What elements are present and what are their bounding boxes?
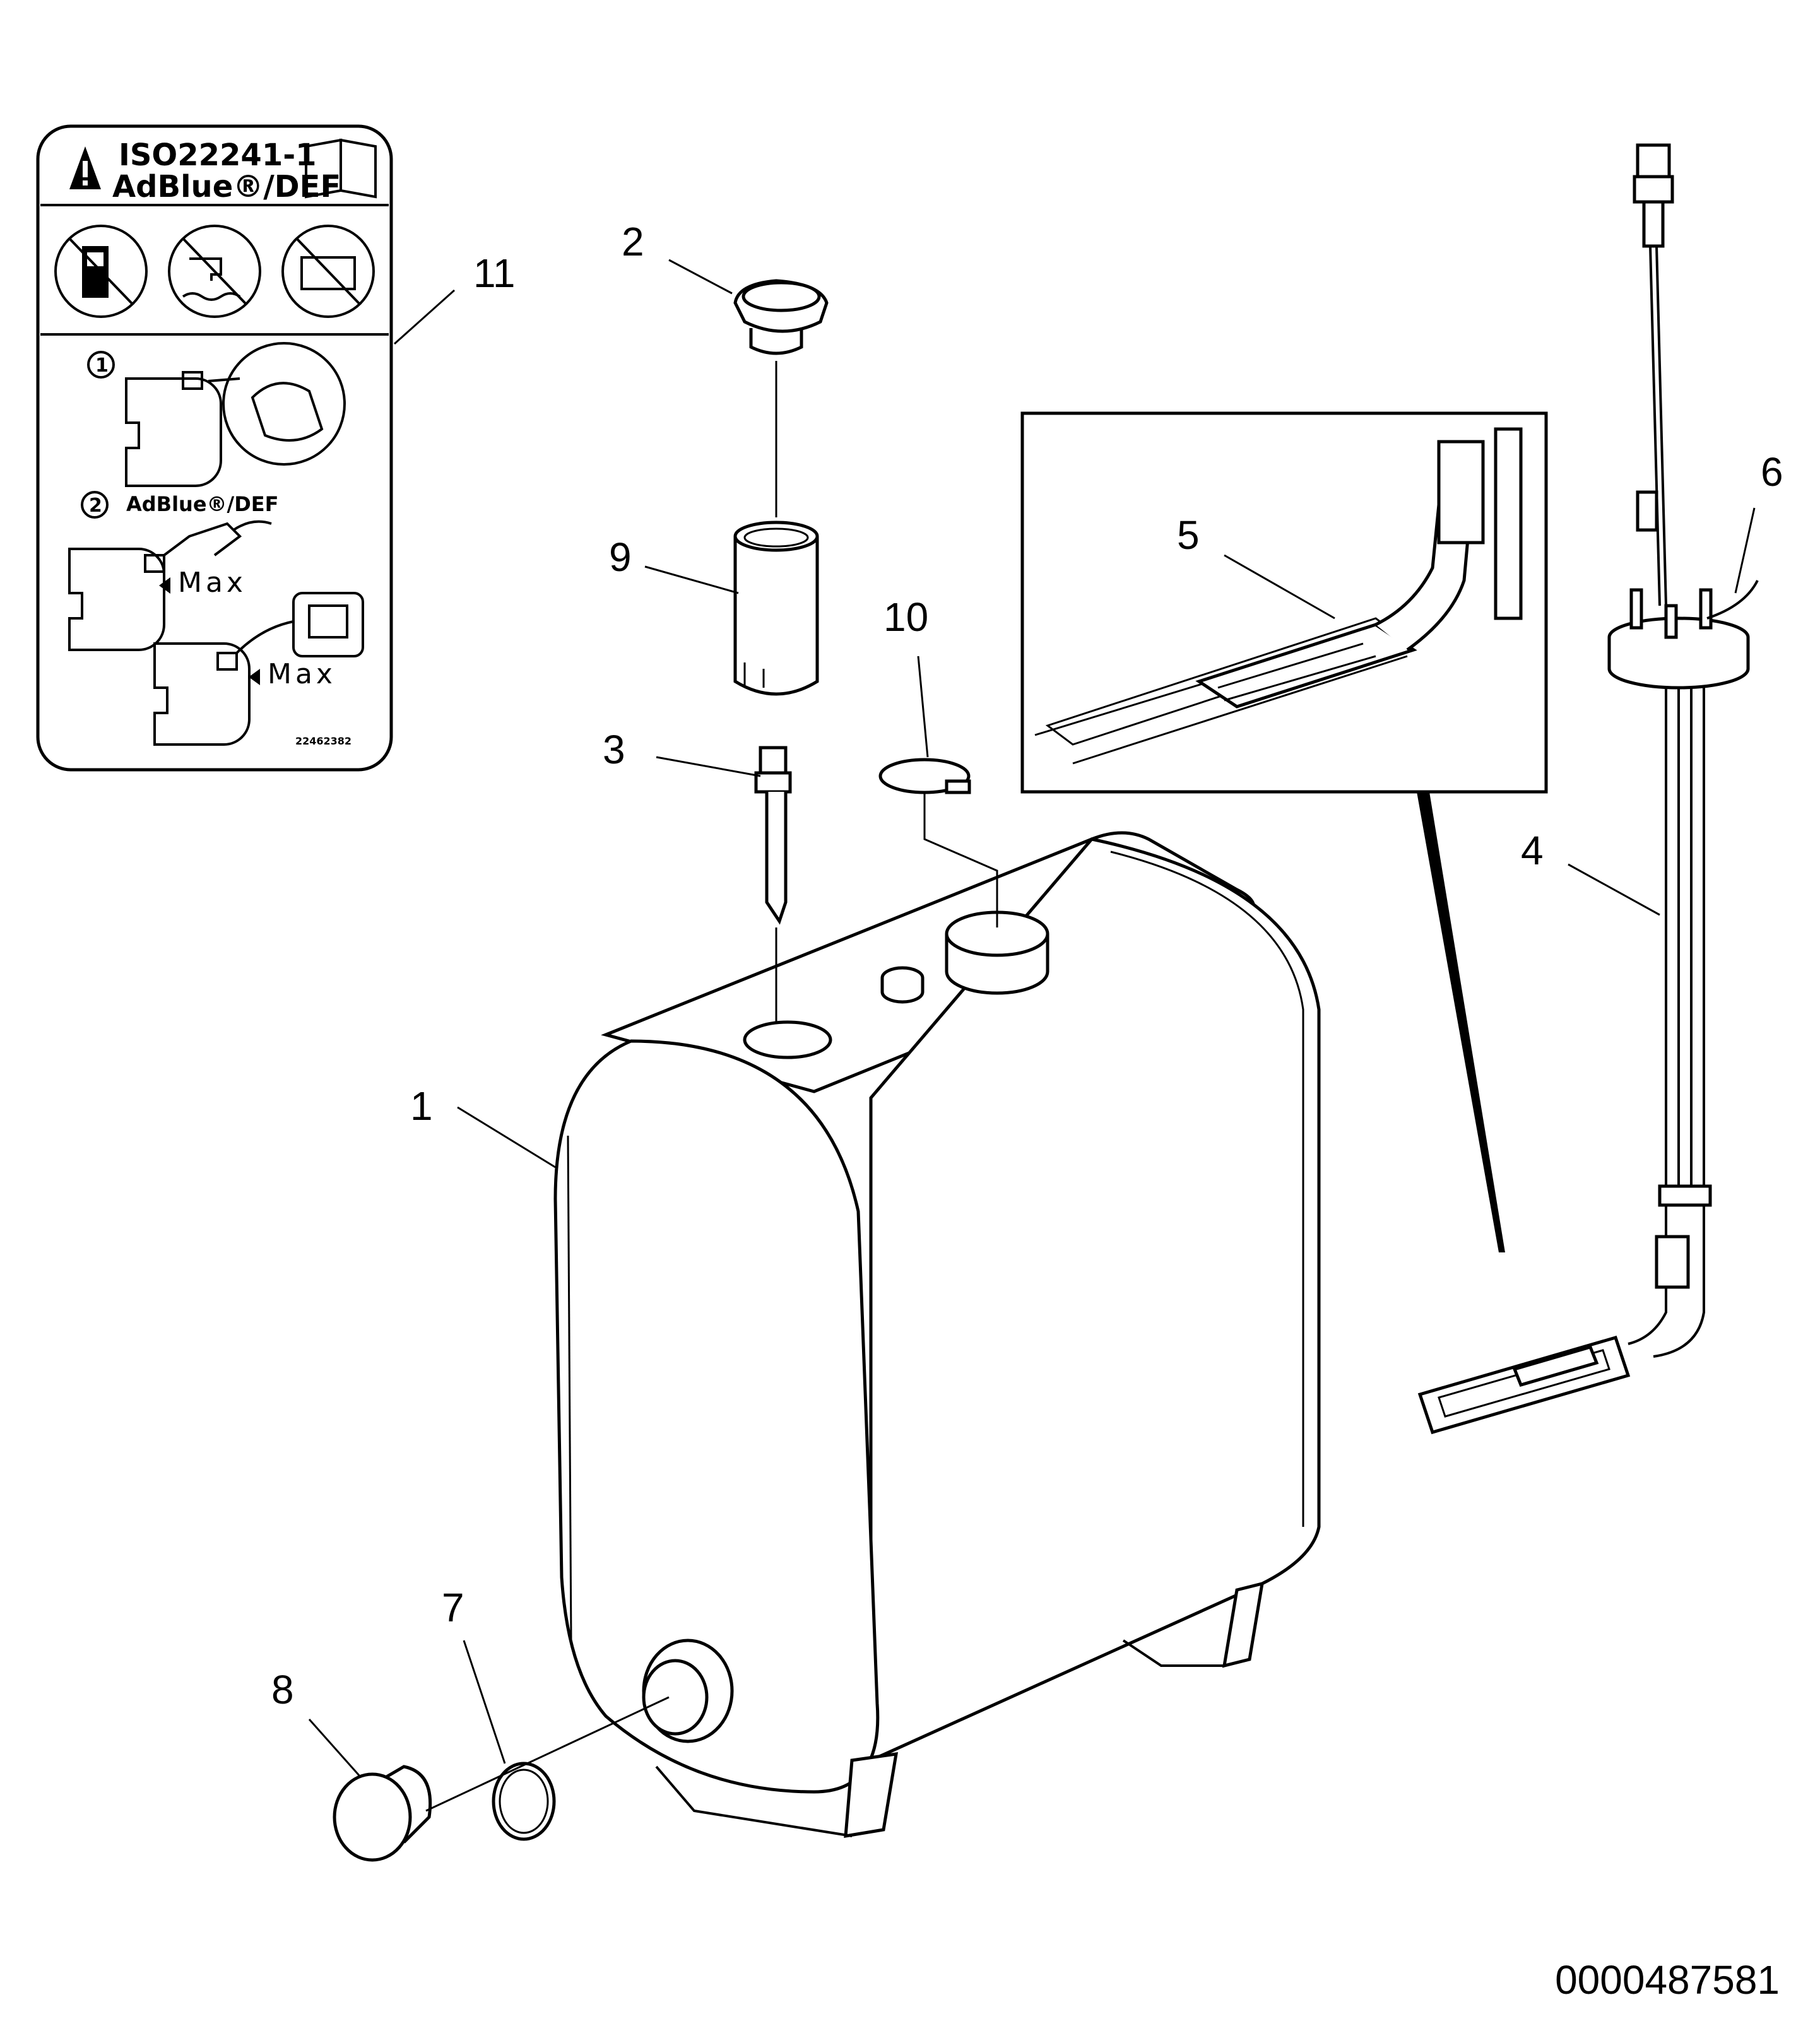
callout-2: 2: [622, 219, 644, 264]
step2-number: 2: [89, 495, 102, 517]
manual-book-icon: [305, 138, 377, 199]
drain-port: [642, 1639, 734, 1743]
no-fuel-icon: [54, 225, 148, 318]
tank-canister-fill-illustration: [153, 592, 364, 746]
sticker-code: 22462382: [295, 735, 352, 747]
breather-port: [880, 966, 925, 1004]
warning-label-sticker: ISO22241-1 AdBlue®/DEF 1: [36, 124, 393, 772]
callout-5: 5: [1177, 512, 1200, 558]
callout-10: 10: [883, 594, 928, 640]
no-battery-icon: [281, 225, 375, 318]
tank-clean-illustration: [125, 342, 346, 487]
detail-inset: [1020, 411, 1548, 1252]
filler-strainer: [754, 746, 792, 1022]
callout-4: 4: [1521, 828, 1544, 873]
o-ring: [492, 1762, 556, 1841]
sensor-port: [945, 910, 1049, 995]
label-fluid-text: AdBlue®/DEF: [112, 169, 341, 204]
no-water-icon: [168, 225, 261, 318]
drawing-number: 0000487581: [1555, 1957, 1780, 2003]
drain-plug: [333, 1765, 432, 1862]
callout-7: 7: [442, 1585, 464, 1630]
max-text-1: Max: [178, 567, 247, 599]
filler-cap: [733, 279, 829, 517]
callout-3: 3: [603, 727, 625, 772]
tank-nozzle-fill-illustration: [68, 520, 272, 651]
warning-triangle-icon: [69, 146, 101, 189]
callout-11: 11: [473, 250, 515, 296]
filler-sleeve: [733, 521, 819, 696]
step2-fluid-text: AdBlue®/DEF: [126, 492, 278, 516]
callout-6: 6: [1761, 449, 1783, 495]
level-sensor-assembly: [1417, 143, 1759, 1435]
callout-1: 1: [410, 1083, 433, 1129]
callout-9: 9: [609, 534, 632, 580]
callout-8: 8: [271, 1667, 294, 1712]
def-tank: [553, 831, 1321, 1838]
max-text-2: Max: [268, 658, 336, 690]
label-standard-text: ISO22241-1: [119, 138, 317, 173]
hose-clamp: [878, 758, 998, 927]
step1-number: 1: [95, 355, 109, 377]
